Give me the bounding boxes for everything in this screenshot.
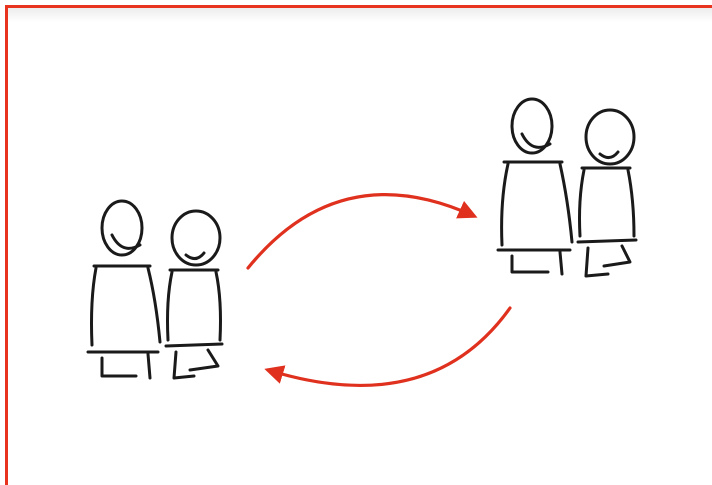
arrow-top-to-right xyxy=(248,195,474,268)
right-child-figure xyxy=(578,110,636,276)
left-pair xyxy=(88,201,222,378)
right-adult-figure xyxy=(498,99,572,274)
arrow-bottom-to-left xyxy=(268,308,510,385)
left-child-figure xyxy=(166,211,222,378)
left-adult-figure xyxy=(88,201,160,378)
right-pair xyxy=(498,99,636,276)
